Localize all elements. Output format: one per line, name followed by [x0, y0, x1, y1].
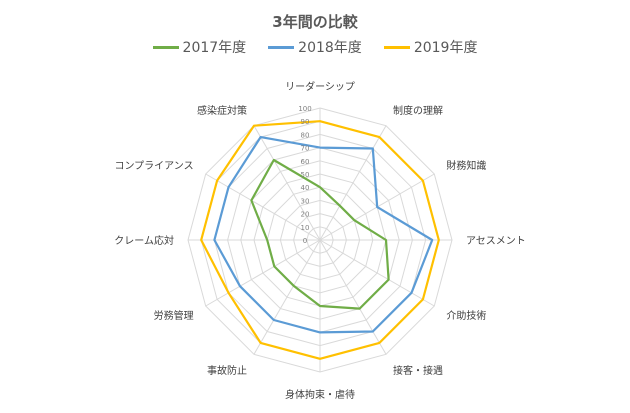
category-label-0: リーダーシップ — [285, 80, 355, 93]
category-label-6: 身体拘束・虐待 — [285, 388, 355, 401]
category-label-2: 財務知識 — [446, 159, 486, 172]
axis-spoke-1 — [319, 125, 387, 241]
category-label-8: 労務管理 — [154, 309, 194, 322]
tick-label-90: 90 — [301, 118, 310, 126]
legend-swatch-2018 — [268, 45, 295, 49]
axis-spoke-10 — [205, 173, 321, 241]
category-label-9: クレーム応対 — [114, 234, 174, 247]
category-label-3: アセスメント — [466, 235, 526, 247]
tick-label-0: 0 — [303, 237, 307, 245]
axis-spoke-4 — [319, 239, 435, 307]
category-label-1: 制度の理解 — [393, 104, 443, 117]
tick-label-60: 60 — [301, 158, 310, 166]
axis-spoke-7 — [253, 239, 321, 355]
legend-swatch-2019 — [383, 45, 410, 49]
tick-label-70: 70 — [301, 145, 310, 153]
legend-item-2019: 2019年度 — [383, 37, 478, 57]
axis-spoke-5 — [319, 239, 387, 355]
chart-title: 3年間の比較 — [272, 13, 358, 31]
legend: 2017年度 2018年度 2019年度 — [0, 37, 630, 57]
legend-label-2019: 2019年度 — [413, 40, 478, 56]
tick-label-100: 100 — [298, 105, 311, 113]
tick-label-50: 50 — [301, 171, 310, 179]
category-label-7: 事故防止 — [207, 364, 247, 377]
category-label-10: コンプライアンス — [114, 160, 193, 172]
legend-item-2017: 2017年度 — [152, 37, 247, 57]
tick-label-20: 20 — [301, 211, 310, 219]
legend-label-2017: 2017年度 — [182, 40, 247, 56]
axis-spoke-8 — [205, 239, 321, 307]
tick-label-10: 10 — [301, 224, 310, 232]
tick-label-30: 30 — [301, 197, 310, 205]
category-label-11: 感染症対策 — [197, 104, 247, 117]
category-label-5: 接客・接遇 — [393, 364, 443, 377]
tick-label-80: 80 — [301, 131, 310, 139]
tick-label-40: 40 — [301, 184, 310, 192]
legend-item-2018: 2018年度 — [268, 37, 362, 57]
legend-swatch-2017 — [152, 45, 179, 49]
axis-spoke-11 — [253, 125, 321, 241]
category-label-4: 介助技術 — [446, 309, 486, 322]
legend-label-2018: 2018年度 — [298, 40, 362, 56]
